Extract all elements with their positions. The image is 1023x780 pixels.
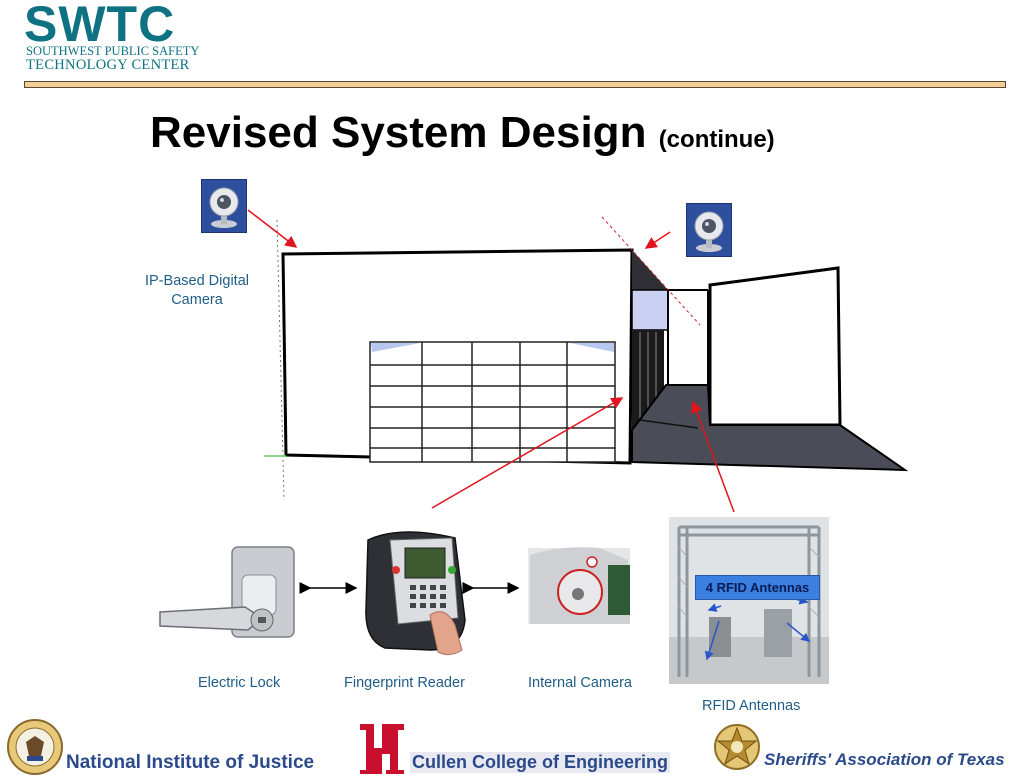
logo-subtitle-line1: SOUTHWEST PUBLIC SAFETY	[26, 44, 200, 58]
reader-pointer-arrow	[431, 397, 624, 509]
footer-cce: Cullen College of Engineering	[410, 752, 671, 773]
rfid-pointer-arrow	[691, 400, 735, 513]
window-reflection	[371, 343, 420, 352]
footer-nij: National Institute of Justice	[66, 752, 315, 773]
ip-camera-icon	[686, 203, 732, 257]
header-divider	[24, 81, 1006, 88]
passage-window	[631, 289, 669, 331]
slide-title-suffix: (continue)	[658, 126, 775, 153]
rfid-antennas-photo	[669, 517, 829, 684]
right-building	[708, 266, 842, 427]
electric-lock-image	[159, 546, 295, 638]
fingerprint-reader-label: Fingerprint Reader	[344, 675, 465, 691]
ip-camera-label: IP-Based Digital Camera	[145, 273, 249, 308]
sheriff-star-icon	[714, 724, 760, 770]
rfid-callout: 4 RFID Antennas	[695, 575, 820, 600]
camera-pointer-arrow	[247, 209, 298, 248]
fingerprint-reader-image	[365, 531, 466, 656]
rfid-antennas-label: RFID Antennas	[702, 698, 801, 714]
webcam-icon	[209, 187, 239, 228]
rfid-gate-image	[669, 517, 829, 684]
nij-seal-icon	[7, 719, 63, 775]
slide-title: Revised System Design (continue)	[150, 108, 775, 158]
garage-door	[369, 341, 616, 463]
uh-logo-icon	[360, 724, 404, 774]
swtc-logo: SWTC	[24, 0, 176, 52]
internal-camera-image	[528, 547, 630, 624]
internal-camera-label: Internal Camera	[528, 675, 632, 691]
footer-sheriffs: Sheriffs' Association of Texas	[764, 750, 1005, 769]
webcam-icon	[694, 211, 724, 252]
electric-lock-label: Electric Lock	[198, 675, 281, 691]
window-reflection	[570, 343, 614, 352]
slide-title-main: Revised System Design	[150, 108, 647, 157]
ip-camera-icon	[201, 179, 247, 233]
camera-pointer-arrow	[644, 231, 671, 249]
logo-subtitle-line2: TECHNOLOGY CENTER	[26, 57, 190, 73]
guide-line	[276, 219, 285, 501]
